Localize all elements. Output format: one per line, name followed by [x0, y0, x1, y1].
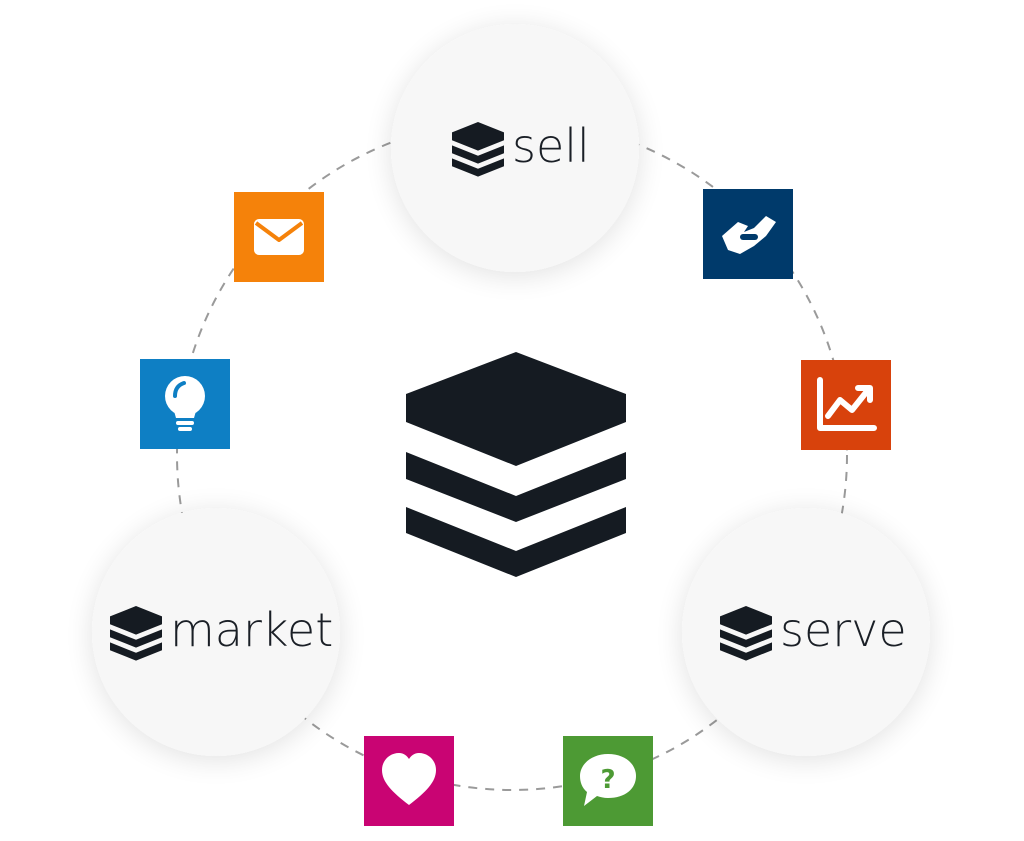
idea-tile: [140, 359, 230, 449]
node-serve: serve: [682, 508, 930, 756]
question-chat-icon: ?: [580, 754, 636, 806]
sell-label: sell: [512, 119, 590, 173]
handshake-tile: [703, 189, 793, 279]
center-stack-logo: [406, 352, 626, 577]
analytics-tile: [801, 360, 891, 450]
node-market: market: [92, 508, 340, 756]
handshake-icon: [722, 216, 776, 254]
serve-label: serve: [780, 603, 907, 657]
cycle-ring: [176, 119, 848, 791]
favorite-tile: [364, 736, 454, 826]
lightbulb-icon: [165, 376, 205, 431]
email-tile: [234, 192, 324, 282]
help-tile: ?: [563, 736, 653, 826]
heart-icon: [382, 753, 436, 805]
market-label: market: [170, 603, 333, 657]
trend-chart-icon: [817, 377, 877, 431]
node-sell: sell: [391, 24, 639, 272]
svg-text:?: ?: [600, 765, 615, 795]
envelope-icon: [254, 219, 304, 255]
